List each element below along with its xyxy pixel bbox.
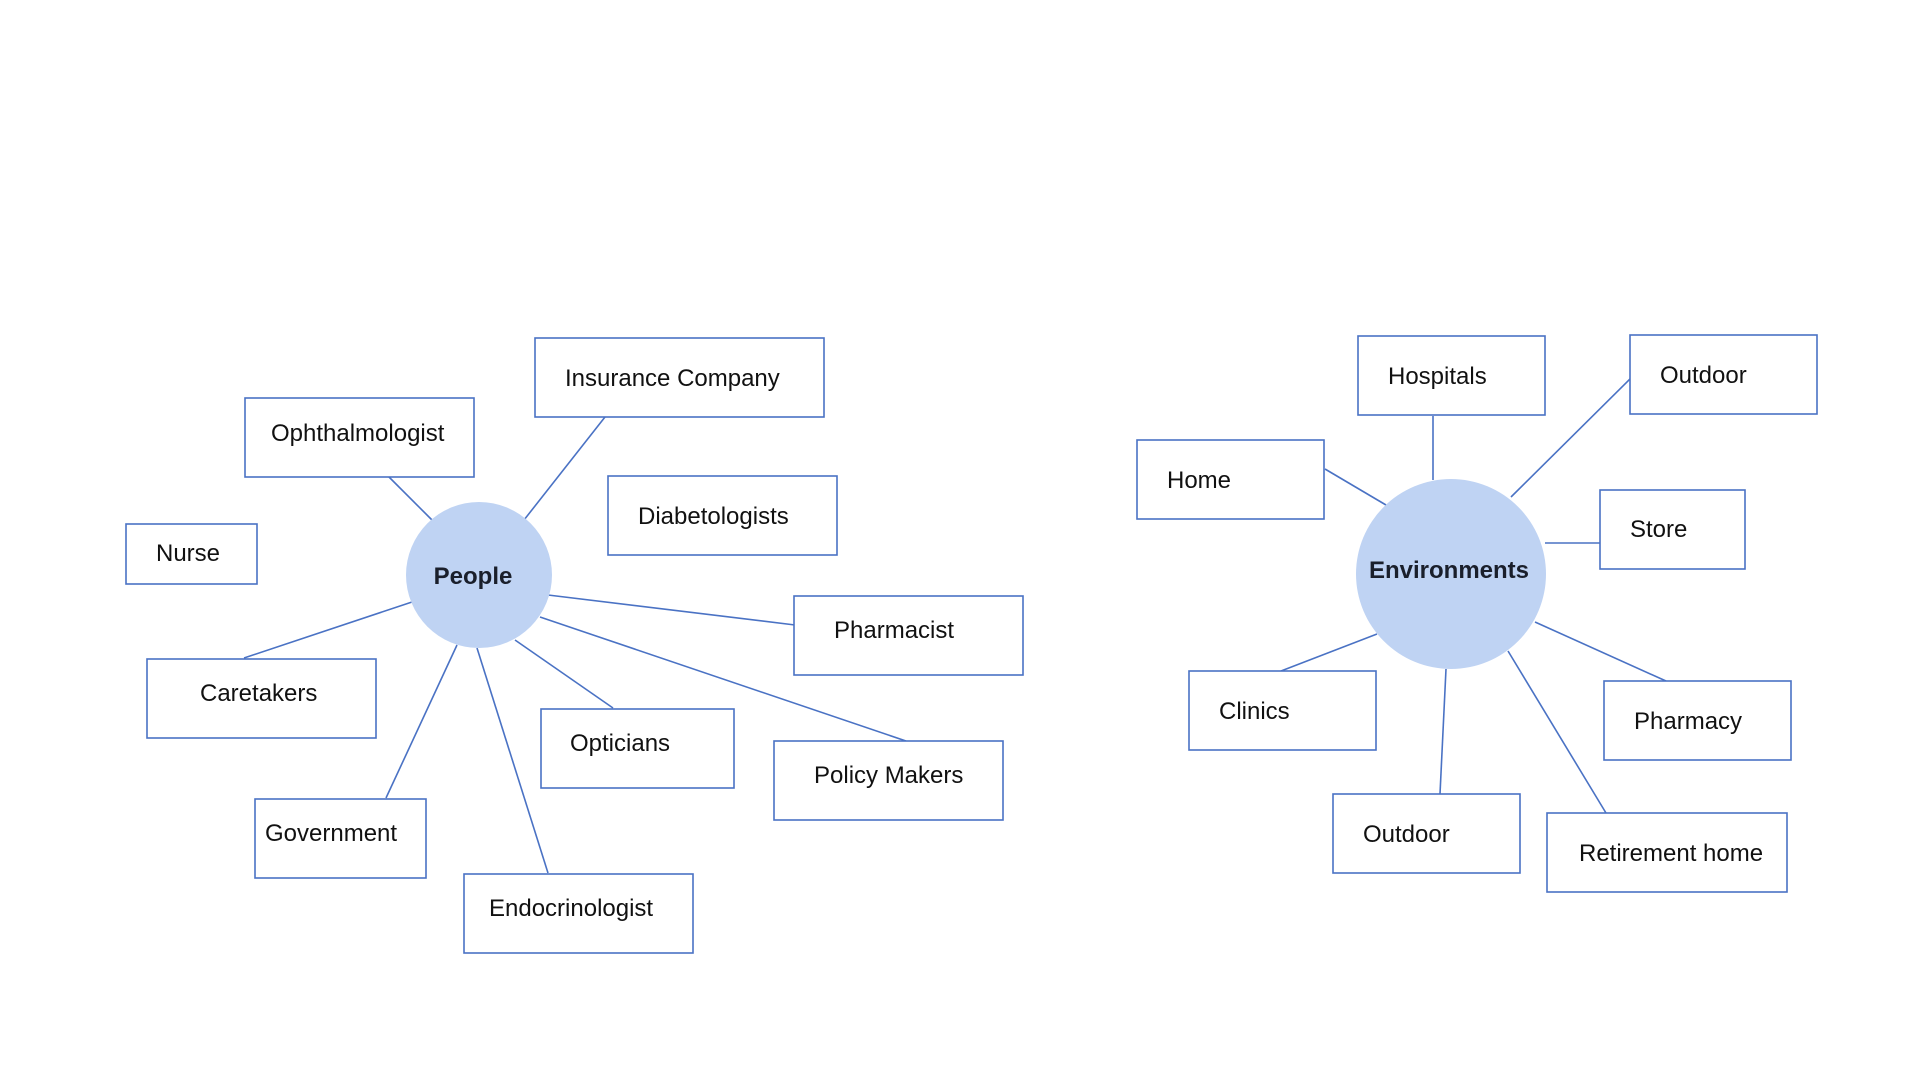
node-retirement-home: Retirement home: [1546, 812, 1788, 893]
environments-hub: Environments: [1356, 479, 1546, 669]
node-diabetologists: Diabetologists: [607, 475, 838, 556]
node-pharmacy: Pharmacy: [1603, 680, 1792, 761]
node-label: Endocrinologist: [489, 895, 653, 922]
node-label: Diabetologists: [638, 503, 789, 530]
node-opticians: Opticians: [540, 708, 735, 789]
connector-people-pharmacist: [547, 594, 796, 626]
connector-env-home: [1324, 468, 1387, 506]
node-ophthalmologist: Ophthalmologist: [244, 397, 475, 478]
node-government: Government: [254, 798, 427, 879]
node-label: Store: [1630, 516, 1687, 543]
node-outdoor-top: Outdoor: [1629, 334, 1818, 415]
connector-people-policy-makers: [539, 616, 907, 742]
node-hospitals: Hospitals: [1357, 335, 1546, 416]
node-label: Policy Makers: [814, 762, 963, 789]
connector-people-government: [385, 644, 458, 799]
node-endocrinologist: Endocrinologist: [463, 873, 694, 954]
node-label: Outdoor: [1363, 821, 1450, 848]
node-label: Clinics: [1219, 698, 1290, 725]
node-clinics: Clinics: [1188, 670, 1377, 751]
connector-people-insurance-company: [523, 416, 606, 521]
node-outdoor-bottom: Outdoor: [1332, 793, 1521, 874]
node-nurse: Nurse: [125, 523, 258, 585]
people-hub: People: [406, 502, 552, 648]
node-pharmacist: Pharmacist: [793, 595, 1024, 676]
connector-env-retirement-home: [1507, 650, 1607, 814]
node-label: Pharmacy: [1634, 708, 1742, 735]
connector-people-ophthalmologist: [388, 476, 433, 521]
environments-hub-label: Environments: [1369, 557, 1529, 584]
people-hub-label: People: [434, 563, 513, 590]
connector-env-clinics: [1280, 633, 1378, 672]
node-label: Hospitals: [1388, 363, 1487, 390]
node-policy-makers: Policy Makers: [773, 740, 1004, 821]
node-insurance-company: Insurance Company: [534, 337, 825, 418]
connector-people-opticians: [514, 639, 614, 709]
connector-people-endocrinologist: [476, 647, 549, 874]
node-label: Nurse: [156, 540, 220, 567]
node-label: Home: [1167, 467, 1231, 494]
node-label: Government: [265, 820, 397, 847]
node-label: Retirement home: [1579, 840, 1763, 867]
node-home: Home: [1136, 439, 1325, 520]
connector-env-pharmacy: [1534, 621, 1667, 682]
node-caretakers: Caretakers: [146, 658, 377, 739]
node-store: Store: [1599, 489, 1746, 570]
node-label: Pharmacist: [834, 617, 954, 644]
people-cluster: People Insurance Company Ophthalmologist…: [125, 337, 1024, 954]
node-label: Ophthalmologist: [271, 420, 445, 447]
connector-people-caretakers: [243, 601, 413, 659]
node-label: Outdoor: [1660, 362, 1747, 389]
node-label: Opticians: [570, 730, 670, 757]
connector-env-outdoor-top: [1510, 377, 1632, 498]
node-label: Insurance Company: [565, 365, 780, 392]
environments-cluster: Environments Hospitals Outdoor Home Stor…: [1136, 334, 1818, 893]
connector-env-outdoor-bottom: [1439, 668, 1447, 795]
node-label: Caretakers: [200, 680, 317, 707]
